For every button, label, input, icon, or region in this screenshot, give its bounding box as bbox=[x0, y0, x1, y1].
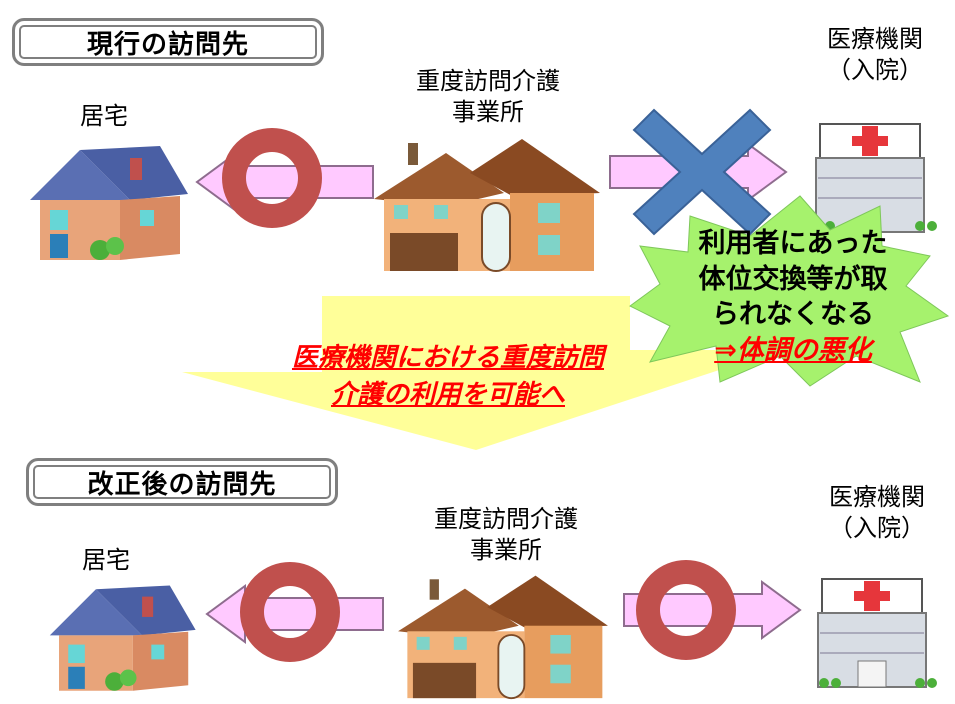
current-section-title: 現行の訪問先 bbox=[12, 18, 324, 66]
revised-home-label: 居宅 bbox=[82, 546, 130, 574]
office-building-icon bbox=[374, 139, 600, 272]
circle-ok-mark-icon bbox=[222, 128, 322, 228]
house-icon bbox=[30, 146, 188, 260]
revised-hospital-label: 医療機関 （入院） bbox=[829, 483, 925, 543]
callout-emphasis: ⇒体調の悪化 bbox=[714, 334, 872, 366]
house-icon bbox=[49, 585, 196, 691]
transition-text: 医療機関における重度訪問 介護の利用を可能へ bbox=[291, 343, 604, 410]
office-building-icon bbox=[398, 575, 608, 700]
revised-office-label: 重度訪問介護 事業所 bbox=[434, 505, 578, 565]
cross-ng-mark-icon bbox=[632, 108, 772, 236]
callout-text: 利用者にあった 体位交換等が取 られなくなる ⇒体調の悪化 bbox=[678, 226, 908, 369]
hospital-icon bbox=[815, 123, 937, 233]
revised-section-title: 改正後の訪問先 bbox=[26, 458, 338, 506]
current-hospital-label: 医療機関 （入院） bbox=[827, 25, 923, 85]
current-office-label: 重度訪問介護 事業所 bbox=[416, 67, 560, 127]
hospital-icon bbox=[817, 578, 937, 688]
current-home-label: 居宅 bbox=[80, 102, 128, 130]
callout-burst bbox=[629, 195, 950, 387]
circle-ok-mark-icon bbox=[240, 562, 340, 662]
circle-ok-mark-icon bbox=[636, 560, 736, 660]
